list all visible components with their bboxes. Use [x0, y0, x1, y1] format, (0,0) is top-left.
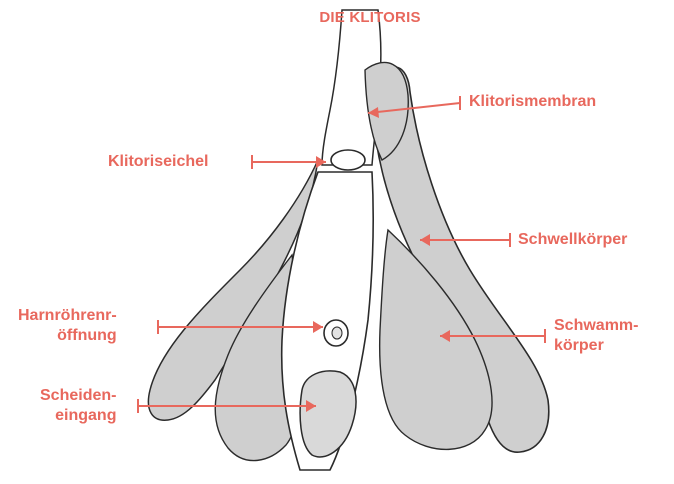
- label-scheideneingang: Scheiden- eingang: [40, 386, 116, 426]
- label-harnroehrenoeffnung: Harnröhrenr- öffnung: [18, 306, 117, 346]
- label-schwellkoerper: Schwellkörper: [518, 230, 627, 250]
- label-schwammkoerper: Schwamm- körper: [554, 316, 638, 356]
- klitoriseichel-shape: [331, 150, 365, 170]
- label-klitorismembran: Klitorismembran: [469, 92, 596, 112]
- diagram-title: DIE KLITORIS: [300, 9, 440, 26]
- scheideneingang-shape: [300, 371, 356, 457]
- label-klitoriseichel: Klitoriseichel: [108, 152, 208, 172]
